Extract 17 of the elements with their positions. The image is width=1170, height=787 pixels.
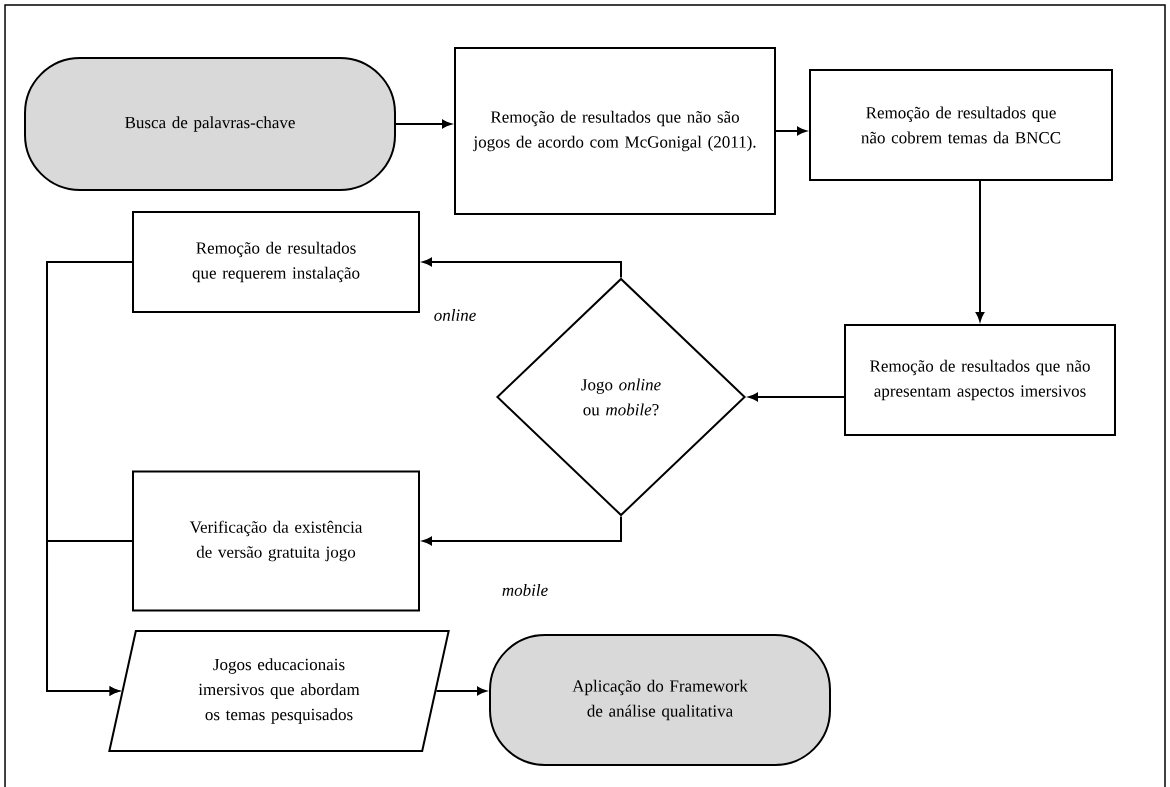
edge-label: mobile (499, 582, 551, 598)
process-box: Remoção de resultados que requerem instalação (132, 211, 420, 313)
arrow (422, 515, 622, 546)
process-box: Remoção de resultados que não cobrem temas da BNCC (809, 69, 1113, 181)
process-box: Remoção de resultados que não são jogos de acordo com McGonigal (2011). (454, 47, 776, 215)
arrow (748, 392, 845, 402)
edge-label: online (431, 307, 479, 323)
arrow (975, 180, 985, 322)
arrow (46, 540, 133, 696)
terminal-oval: Aplicação do Framework de análise qualitativa (489, 634, 831, 766)
process-box: Remoção de resultados que não apresentam aspectos imersivos (844, 324, 1116, 436)
data-parallelogram: Jogos educacionais imersivos que abordam os temas pesquisados (108, 630, 450, 752)
arrow (422, 257, 622, 279)
process-box: Verificação da existência de versão gratuita jogo (132, 470, 420, 612)
arrow (775, 126, 807, 136)
arrow (395, 119, 452, 129)
arrow (435, 686, 487, 696)
